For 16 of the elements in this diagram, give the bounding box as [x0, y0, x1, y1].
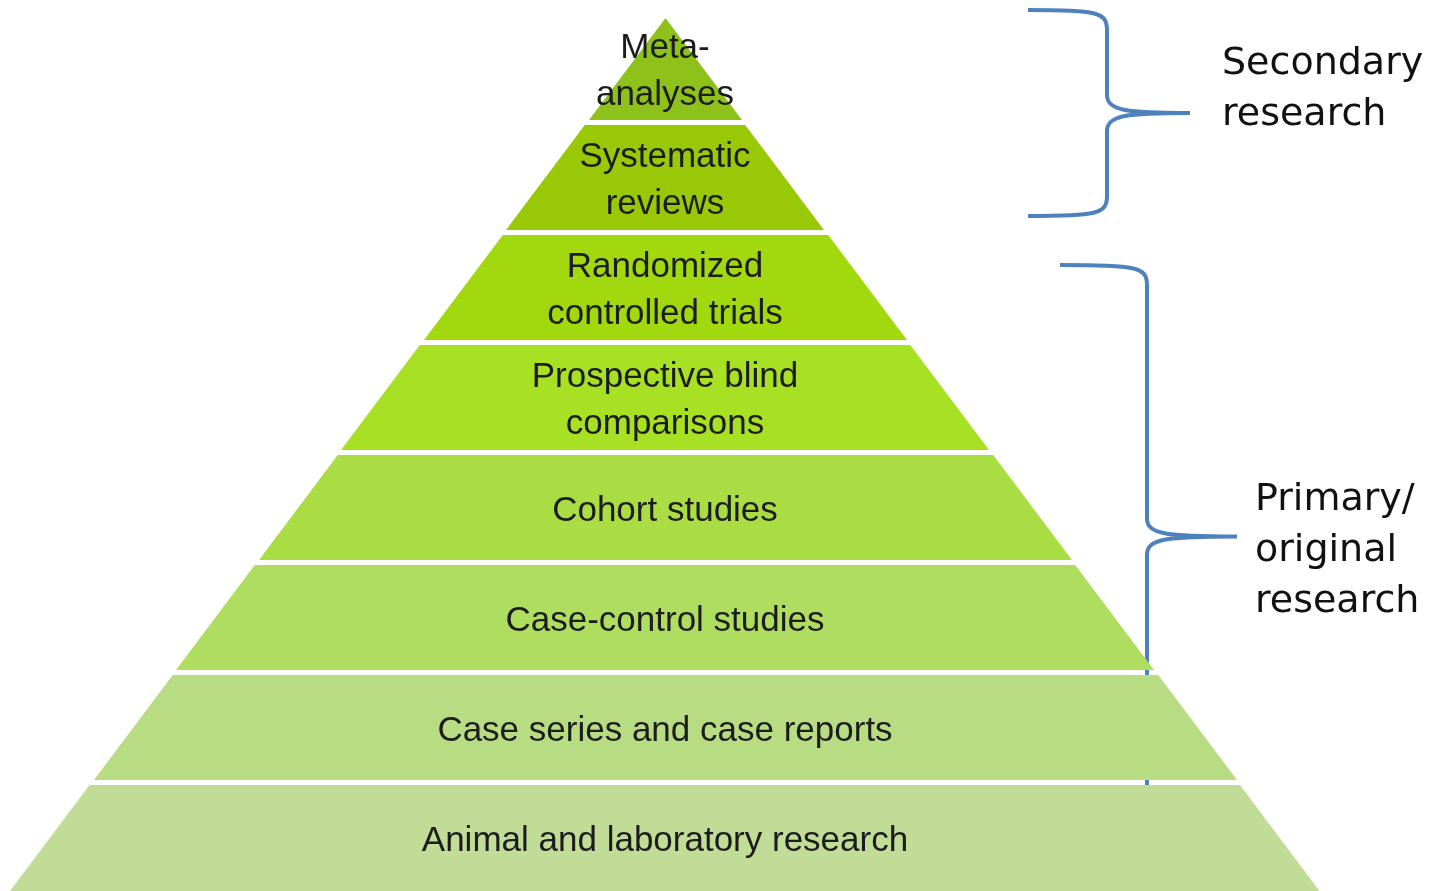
pyramid-tier — [10, 785, 1320, 891]
pyramid-tier — [341, 345, 989, 450]
pyramid-tier — [423, 235, 907, 340]
tier-label: Case-control studies — [505, 597, 825, 639]
pyramid-tier — [93, 675, 1237, 780]
tier-label: Systematic reviews — [578, 133, 752, 223]
tier-label: Randomized controlled trials — [546, 243, 784, 333]
tier-label: Cohort studies — [552, 487, 778, 529]
pyramid-tier — [506, 125, 824, 230]
tier-label: Prospective blind comparisons — [530, 353, 800, 443]
bracket-label: Secondary research — [1222, 38, 1425, 136]
pyramid-tier — [176, 565, 1154, 670]
tier-label: Animal and laboratory research — [421, 817, 909, 860]
pyramid-tier — [258, 455, 1072, 560]
tier-label: Case series and case reports — [437, 707, 893, 750]
bracket-label: Primary/ original research — [1255, 474, 1421, 623]
